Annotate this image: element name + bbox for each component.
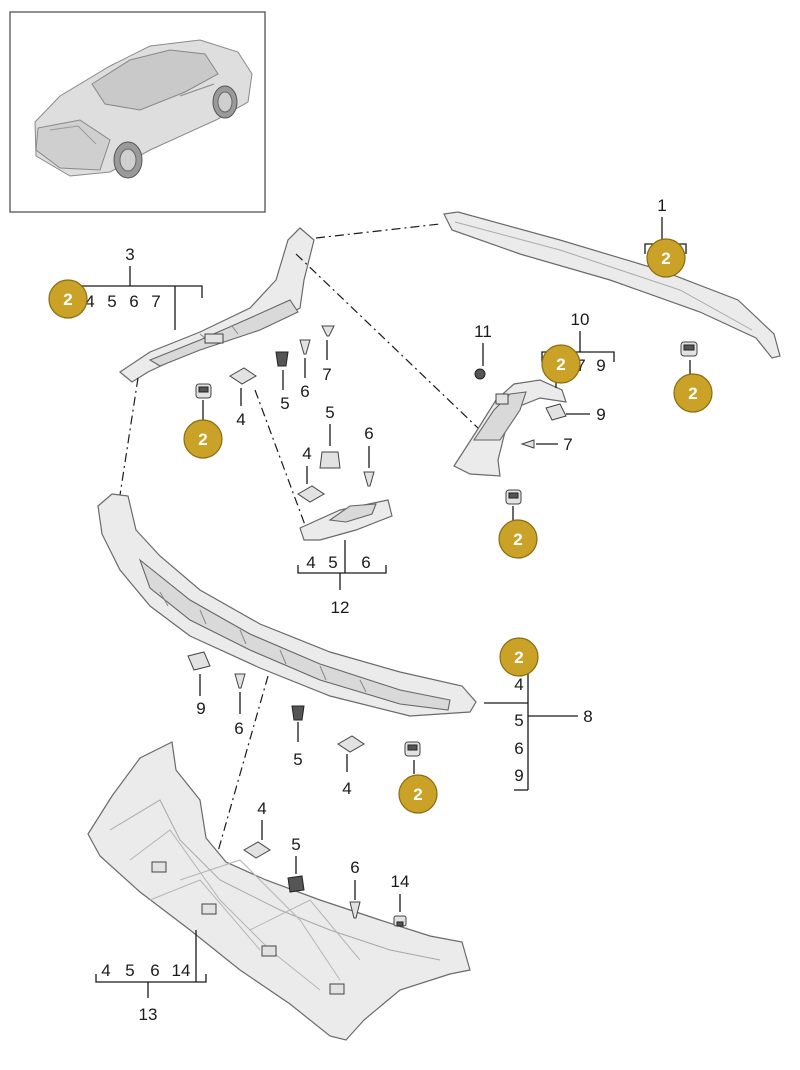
part-3-pillar-trim	[118, 227, 315, 383]
svg-text:14: 14	[391, 872, 410, 891]
svg-text:9: 9	[196, 699, 205, 718]
svg-text:7: 7	[563, 435, 572, 454]
connector-line	[119, 377, 139, 496]
vehicle-thumbnail	[9, 11, 266, 213]
svg-text:6: 6	[361, 553, 370, 572]
clip-icon	[404, 741, 421, 757]
svg-text:7: 7	[151, 292, 160, 311]
svg-text:5: 5	[328, 553, 337, 572]
svg-text:6: 6	[150, 961, 159, 980]
svg-text:4: 4	[85, 292, 94, 311]
svg-text:5: 5	[514, 711, 523, 730]
callout-group-13: 4 5 6 14 13	[95, 930, 207, 1024]
svg-text:6: 6	[234, 719, 243, 738]
screw-icon	[363, 471, 375, 487]
clip-icon	[319, 451, 341, 469]
svg-text:4: 4	[342, 779, 351, 798]
svg-text:6: 6	[350, 858, 359, 877]
push-pin-icon	[393, 915, 407, 927]
screw-icon	[520, 439, 535, 449]
pad-icon	[229, 367, 257, 385]
clip-icon	[195, 383, 212, 399]
part-13-side-panel	[87, 741, 471, 1041]
svg-text:5: 5	[293, 750, 302, 769]
clip-icon	[291, 705, 305, 721]
clip-icon	[275, 351, 289, 367]
svg-text:7: 7	[576, 356, 585, 375]
svg-text:5: 5	[291, 835, 300, 854]
svg-text:5: 5	[125, 961, 134, 980]
svg-text:5: 5	[280, 394, 289, 413]
svg-text:9: 9	[514, 766, 523, 785]
badge: 2	[183, 419, 223, 459]
label-10: 10	[571, 310, 590, 329]
svg-text:6: 6	[514, 739, 523, 758]
part-10-bracket	[453, 379, 567, 477]
svg-text:5: 5	[325, 403, 334, 422]
svg-text:2: 2	[514, 648, 523, 667]
label-8: 8	[583, 707, 592, 726]
svg-text:2: 2	[198, 430, 207, 449]
callout-group-10: 10 7 9	[541, 310, 615, 388]
badge: 2	[673, 373, 713, 413]
svg-text:2: 2	[556, 355, 565, 374]
badge: 2	[48, 279, 88, 319]
pad-icon	[297, 485, 325, 503]
svg-text:6: 6	[300, 382, 309, 401]
svg-text:4: 4	[257, 799, 266, 818]
screw-icon	[299, 339, 311, 355]
svg-text:6: 6	[364, 424, 373, 443]
svg-text:2: 2	[63, 290, 72, 309]
svg-text:2: 2	[513, 530, 522, 549]
label-12: 12	[331, 598, 350, 617]
label-13: 13	[139, 1005, 158, 1024]
badge: 2	[541, 344, 581, 384]
clip-icon	[187, 651, 211, 671]
svg-text:9: 9	[596, 405, 605, 424]
clip-icon	[545, 403, 567, 421]
part-12-bracket	[299, 499, 393, 541]
svg-text:9: 9	[596, 356, 605, 375]
part-1-trim-strip	[443, 211, 781, 359]
callout-group-8: 8 4 5 6 9	[484, 673, 593, 791]
badge: 2	[498, 519, 538, 559]
connector-line	[254, 389, 306, 526]
pad-icon	[243, 841, 271, 859]
pad-icon	[337, 735, 365, 753]
clip-icon	[505, 489, 522, 505]
clip-icon	[287, 875, 305, 893]
connector-line	[295, 253, 481, 431]
screw-icon	[349, 901, 361, 919]
badge: 2	[646, 238, 686, 278]
svg-text:4: 4	[101, 961, 110, 980]
screw-icon	[321, 325, 335, 337]
svg-text:4: 4	[514, 675, 523, 694]
label-1: 1	[657, 196, 666, 215]
clip-icon	[680, 341, 698, 357]
svg-text:2: 2	[661, 249, 670, 268]
svg-text:2: 2	[688, 384, 697, 403]
svg-text:2: 2	[413, 785, 422, 804]
svg-text:7: 7	[322, 365, 331, 384]
connector-line	[315, 223, 441, 239]
badge: 2	[398, 774, 438, 814]
svg-text:14: 14	[172, 961, 191, 980]
part-8-sill-trim	[97, 493, 477, 717]
screw-icon	[474, 368, 486, 380]
svg-text:4: 4	[302, 444, 311, 463]
svg-text:4: 4	[236, 410, 245, 429]
label-11: 11	[474, 322, 492, 341]
label-3: 3	[125, 245, 134, 264]
svg-text:5: 5	[107, 292, 116, 311]
svg-text:4: 4	[306, 553, 315, 572]
connector-line	[214, 675, 269, 863]
svg-text:6: 6	[129, 292, 138, 311]
car-icon	[34, 39, 253, 179]
badge: 2	[499, 637, 539, 677]
screw-icon	[234, 673, 246, 689]
callout-group-12: 4 5 6 12	[297, 540, 387, 617]
